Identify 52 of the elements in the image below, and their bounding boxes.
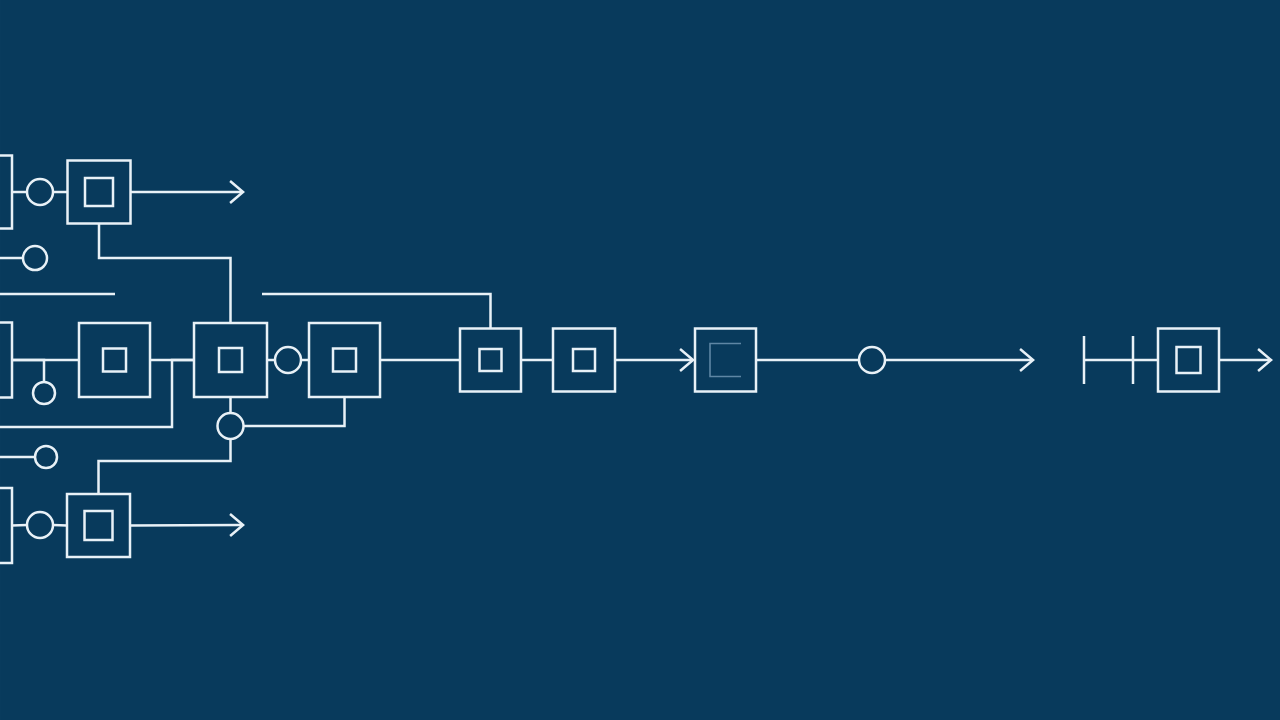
inner-square [478,347,503,373]
circle-node [216,411,245,441]
square-box [458,327,523,393]
connector-line [1084,358,1133,362]
arrow [130,180,245,204]
inner-square [1175,345,1202,375]
connector-line [97,439,232,494]
connector-line [756,358,859,362]
circle-node [273,345,303,375]
square-box [693,327,758,393]
inner-square [571,347,597,373]
connector-line [301,358,309,362]
connector-line [11,523,28,527]
square-box [192,321,269,399]
circle-node [25,510,55,540]
square-box [551,327,617,393]
circle-node [33,444,59,470]
circle-node [31,380,57,406]
connector-line [53,190,68,194]
circle-node [857,345,887,375]
square-box [77,321,152,399]
circle-node [21,244,49,272]
connector-line [262,292,492,329]
connector-line [380,358,460,362]
vertical-bar [1082,336,1086,384]
connector-line [1133,358,1158,362]
square-box [65,492,132,559]
connector-line [521,358,553,362]
square-box [307,321,382,399]
inner-square [83,176,115,208]
arrow [1219,348,1273,372]
connector-line [0,256,23,260]
arrow [885,348,1035,372]
connector-line [12,358,46,382]
connector-line [12,190,27,194]
arrow [615,348,695,372]
square-box [1156,327,1221,393]
vertical-bar [1131,336,1135,384]
connector-line [229,397,232,413]
square-box [66,159,132,225]
connector-line [267,358,275,362]
circle-node [25,177,55,207]
inner-square [331,347,358,373]
connector-line [52,523,68,527]
connector-line [97,223,232,323]
inner-square [83,509,114,542]
arrow [130,513,245,538]
connector-line [0,455,35,459]
inner-square [101,347,128,373]
connector-line [243,397,346,428]
connector-line [0,358,194,429]
inner-square [217,346,244,374]
